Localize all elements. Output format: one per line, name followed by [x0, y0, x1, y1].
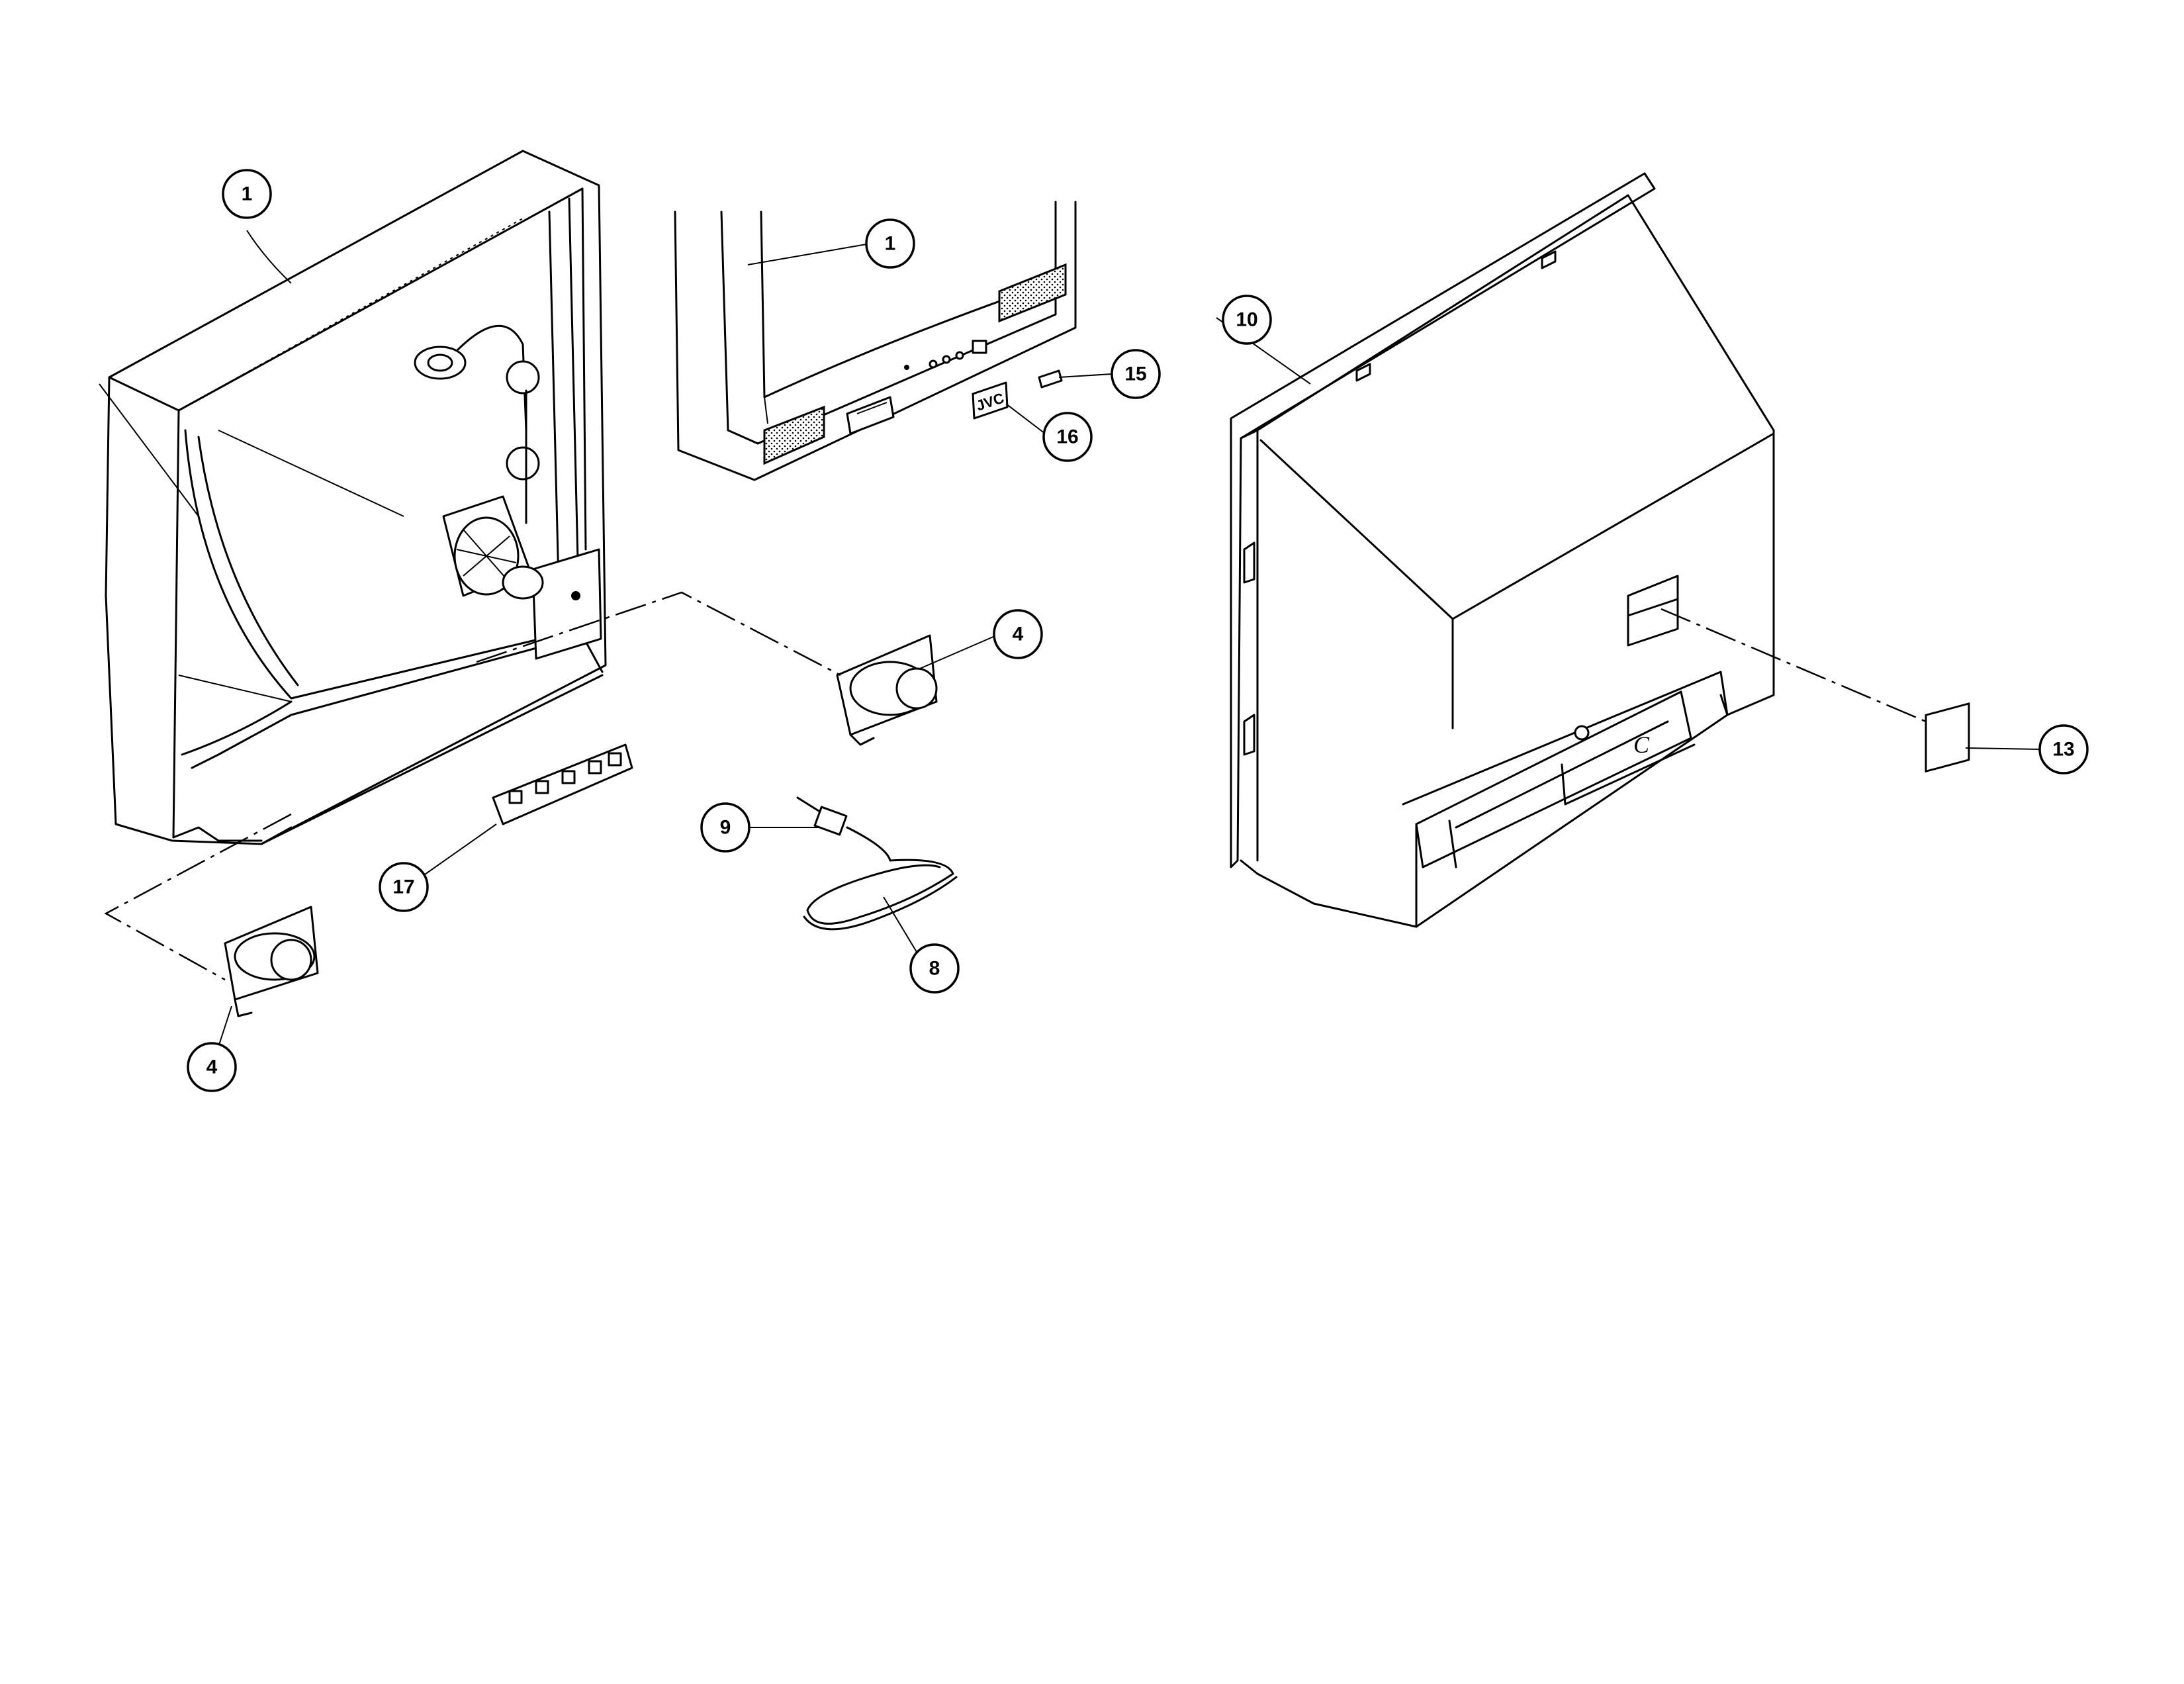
- callout-c9: 9: [700, 802, 751, 853]
- callout-circle: [222, 169, 272, 219]
- cabinet-mark: C: [1633, 731, 1650, 758]
- callout-label: 4: [1013, 624, 1024, 645]
- callout-label: 1: [885, 233, 896, 255]
- leader-lines: [104, 230, 2042, 1068]
- rear-cover: C: [1230, 172, 1775, 928]
- callout-label: 9: [720, 817, 731, 839]
- pcb-board: [492, 743, 633, 825]
- callout-c17: 17: [379, 862, 429, 912]
- callout-circle: [700, 802, 751, 853]
- callout-label: 15: [1124, 363, 1146, 385]
- callout-label: 1: [242, 183, 253, 205]
- callout-circle: [909, 943, 960, 994]
- speaker-left: [224, 906, 319, 1017]
- callout-circle: [2038, 724, 2089, 774]
- callout-circle: [187, 1042, 237, 1092]
- speaker-right: [836, 634, 938, 746]
- callout-c4b: 4: [187, 1042, 237, 1092]
- callout-c15: 15: [1111, 349, 1161, 399]
- callout-label: 16: [1056, 426, 1078, 448]
- callout-c8: 8: [909, 943, 960, 994]
- callout-c1b: 1: [865, 218, 915, 269]
- callout-circle: [865, 218, 915, 269]
- jvc-logo: JVC: [972, 381, 1009, 420]
- callout-label: 4: [206, 1056, 218, 1078]
- callout-label: 13: [2052, 739, 2074, 761]
- callout-circle: [1222, 295, 1272, 345]
- callout-c10: 10: [1222, 295, 1272, 345]
- callout-c16: 16: [1042, 412, 1093, 462]
- callout-markers: 1 1 4 4 8 9 10 13 15 16 17: [187, 169, 2089, 1092]
- front-cabinet-rear-view: [99, 150, 607, 845]
- label-sticker: [1925, 702, 1970, 772]
- callout-c13: 13: [2038, 724, 2089, 774]
- callout-label: 17: [392, 876, 414, 898]
- power-cord: [796, 796, 958, 931]
- callout-label: 10: [1236, 309, 1257, 331]
- front-cabinet-front-view: JVC: [674, 201, 1077, 481]
- callout-c1a: 1: [222, 169, 272, 219]
- callout-c4a: 4: [993, 609, 1043, 659]
- callout-circle: [1111, 349, 1161, 399]
- callout-circle: [1042, 412, 1093, 462]
- callout-circle: [993, 609, 1043, 659]
- callout-label: 8: [929, 958, 940, 980]
- callout-circle: [379, 862, 429, 912]
